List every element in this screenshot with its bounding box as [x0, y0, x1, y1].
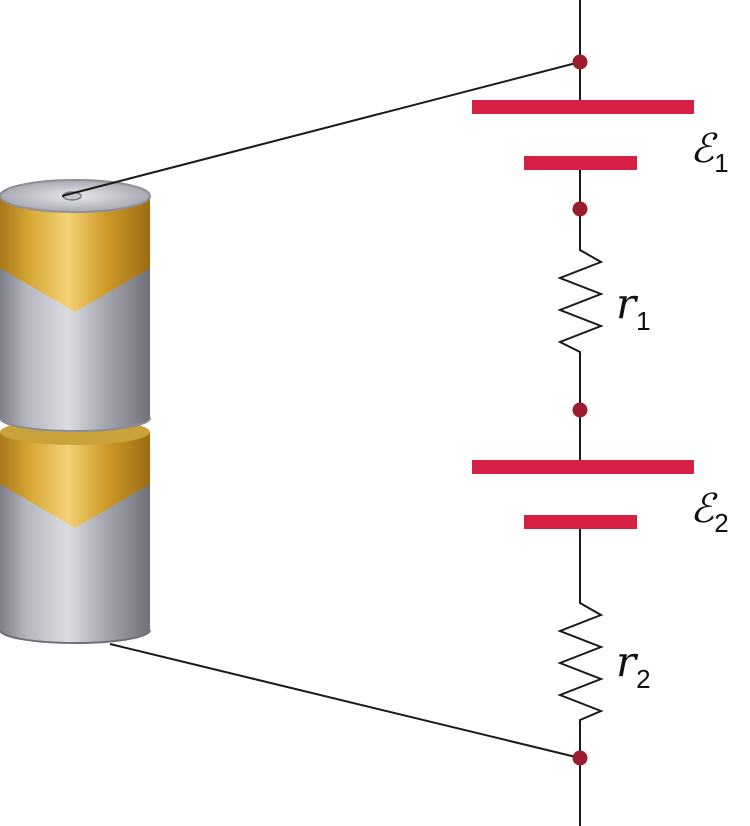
top-leader-line [61, 61, 581, 197]
cell-seam [0, 417, 151, 432]
emf1-subscript: 1 [714, 148, 728, 178]
circuit-nodes [572, 54, 588, 766]
resistor-r2 [557, 600, 604, 826]
r2-symbol: r [616, 637, 639, 686]
r1-symbol: r [616, 279, 639, 328]
emf1-symbol: ℰ [690, 126, 718, 172]
resistor-r1 [557, 242, 604, 466]
r2-label: r2 [616, 637, 651, 694]
lower-cell-bottom-edge [0, 629, 151, 644]
emf2-short-plate [524, 515, 637, 529]
node-bottom [572, 750, 588, 766]
emf1-label: ℰ1 [690, 126, 729, 178]
bottom-leader-line [109, 643, 581, 759]
node-emf1-r1 [572, 201, 588, 217]
r1-subscript: 1 [636, 306, 650, 336]
r2-subscript: 2 [636, 664, 650, 694]
emf2-long-plate [472, 460, 694, 474]
emf2-symbol: ℰ [690, 486, 718, 532]
emf1-long-plate [472, 100, 694, 114]
upper-cell-cap [0, 196, 150, 312]
r1-label: r1 [616, 279, 651, 336]
lower-cell-cap [0, 432, 150, 528]
battery-cells-illustration [0, 179, 151, 644]
node-top [572, 54, 588, 70]
node-r1-emf2 [572, 402, 588, 418]
emf2-label: ℰ2 [690, 486, 729, 538]
emf1-short-plate [524, 156, 637, 170]
emf2-subscript: 2 [714, 508, 728, 538]
